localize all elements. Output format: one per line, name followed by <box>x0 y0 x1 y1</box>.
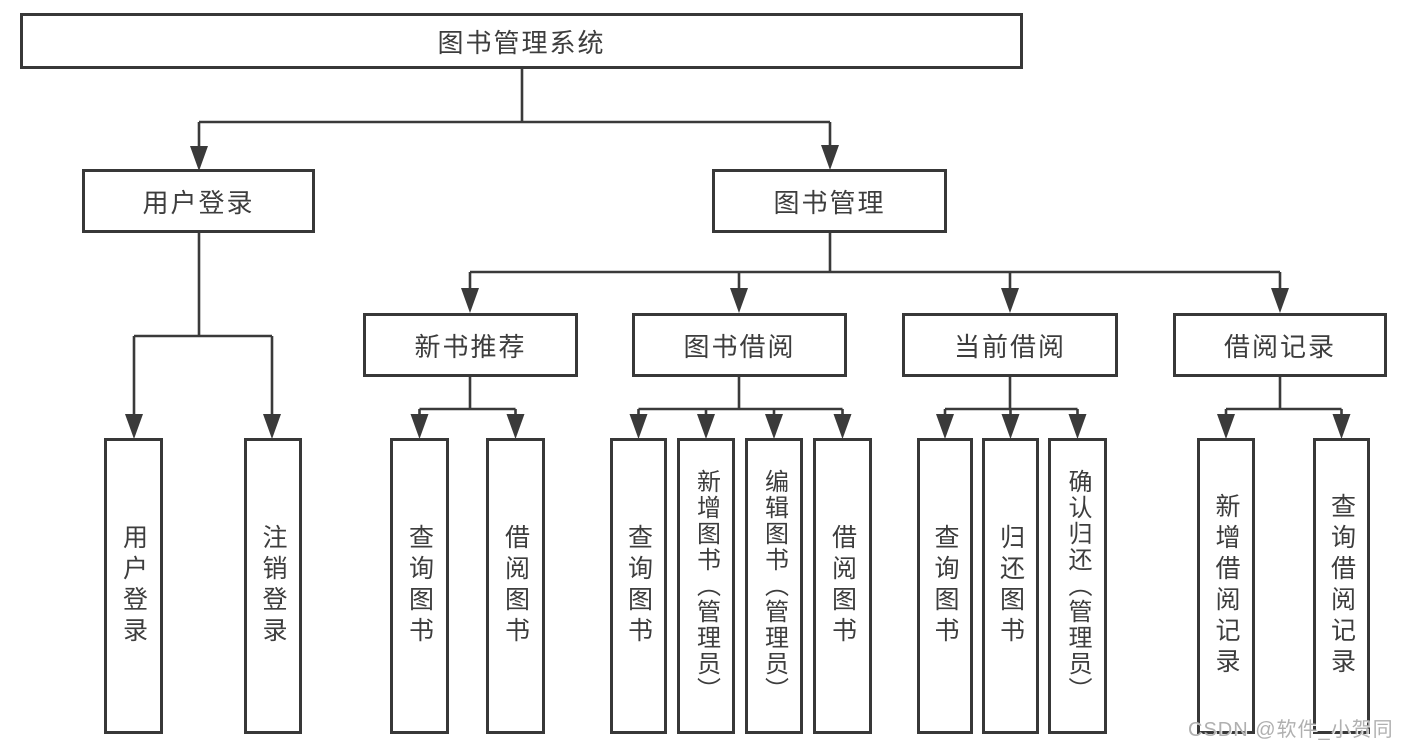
arrowheads <box>125 145 1351 439</box>
node-current-borrow: 当前借阅 <box>902 313 1118 377</box>
leaf-return-book: 归还图书 <box>982 438 1039 734</box>
node-library-management-system: 图书管理系统 <box>20 13 1023 69</box>
node-new-book-recommend: 新书推荐 <box>363 313 578 377</box>
node-book-borrow: 图书借阅 <box>632 313 847 377</box>
csdn-watermark: CSDN @软件_小贺同学 <box>1188 719 1394 741</box>
leaf-borrow-books-borrow: 借阅图书 <box>813 438 872 734</box>
node-user-login: 用户登录 <box>82 169 315 233</box>
node-book-management: 图书管理 <box>712 169 947 233</box>
leaf-edit-book-admin: 编辑图书（管理员） <box>745 438 803 734</box>
leaf-query-books-borrow: 查询图书 <box>610 438 667 734</box>
leaf-confirm-return-admin: 确认归还（管理员） <box>1048 438 1107 734</box>
leaf-logout: 注销登录 <box>244 438 302 734</box>
leaf-query-books-current: 查询图书 <box>917 438 973 734</box>
leaf-query-books-recommend: 查询图书 <box>390 438 449 734</box>
leaf-query-borrow-record: 查询借阅记录 <box>1313 438 1370 734</box>
leaf-borrow-books-recommend: 借阅图书 <box>486 438 545 734</box>
leaf-user-login: 用户登录 <box>104 438 163 734</box>
node-borrow-records: 借阅记录 <box>1173 313 1387 377</box>
leaf-add-borrow-record: 新增借阅记录 <box>1197 438 1255 734</box>
leaf-add-book-admin: 新增图书（管理员） <box>677 438 735 734</box>
